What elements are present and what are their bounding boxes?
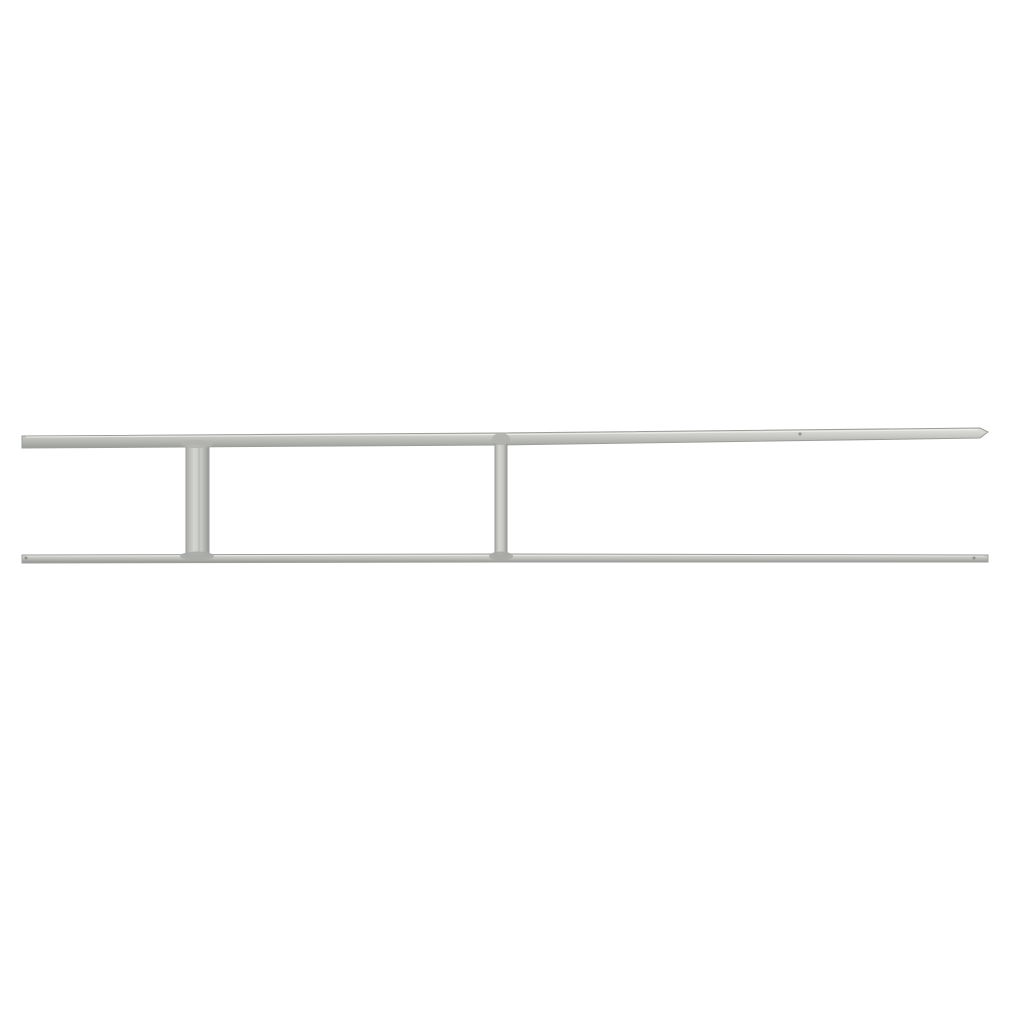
left-post <box>185 443 210 557</box>
surface-mark <box>972 556 976 560</box>
weld-right-top <box>492 433 510 445</box>
surface-mark <box>798 432 802 436</box>
weld-right-bottom <box>489 551 513 561</box>
surface-mark <box>24 556 28 560</box>
weld-left-top <box>181 440 213 448</box>
right-post <box>494 443 508 557</box>
weld-left-bottom <box>180 551 214 561</box>
